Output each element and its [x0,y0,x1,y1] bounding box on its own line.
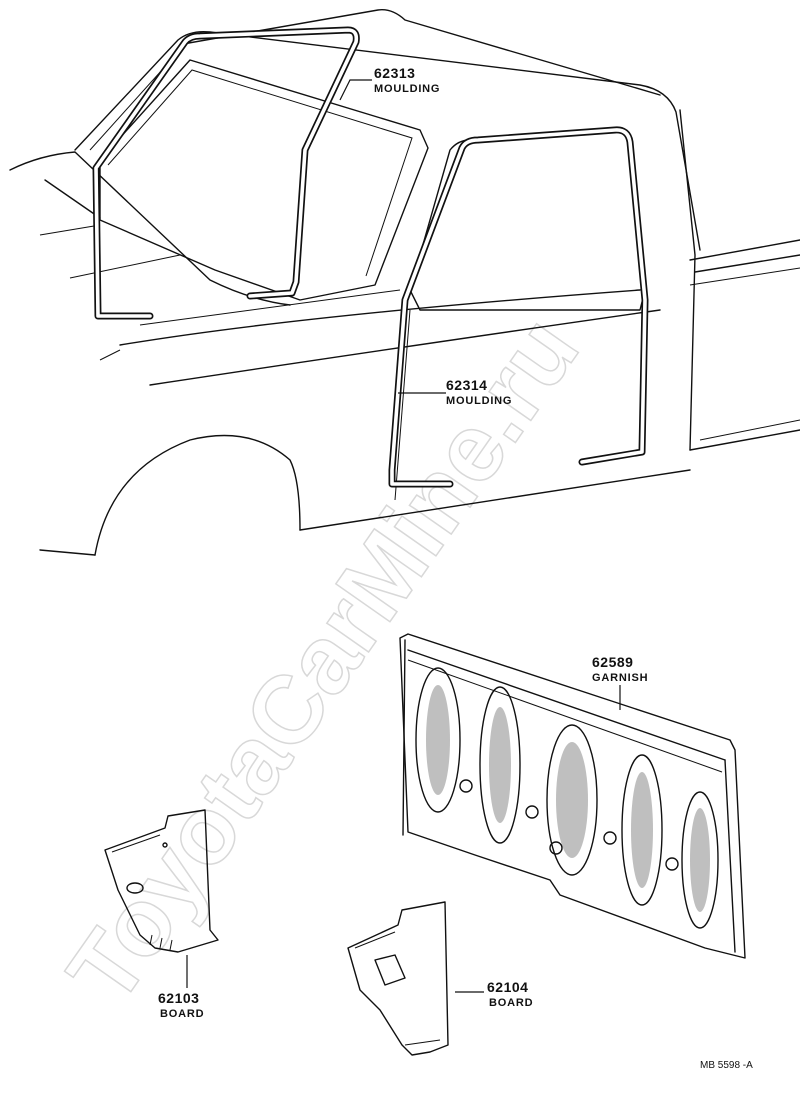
door-moulding[interactable] [388,126,649,488]
leader-lines [186,79,621,993]
label-62104: 62104 BOARD [487,979,533,1009]
label-62103: 62103 BOARD [158,990,204,1020]
part-number-62589: 62589 [592,654,633,670]
label-62589: 62589 GARNISH [592,654,648,684]
part-number-62314: 62314 [446,377,487,393]
part-number-62104: 62104 [487,979,528,995]
part-name-62103: BOARD [160,1008,204,1020]
label-62313: 62313 MOULDING [374,65,440,95]
back-garnish-panel[interactable] [399,633,746,959]
part-number-62313: 62313 [374,65,415,81]
board-left[interactable] [104,809,219,953]
part-name-62314: MOULDING [446,395,512,407]
board-right[interactable] [347,901,449,1056]
windshield-moulding[interactable] [92,26,360,320]
part-number-62103: 62103 [158,990,199,1006]
watermark: ToyotaCarMine.ru [48,298,600,1022]
label-62314: 62314 MOULDING [446,377,512,407]
part-name-62313: MOULDING [374,83,440,95]
part-name-62104: BOARD [489,997,533,1009]
diagram-code: MB 5598 -A [700,1060,753,1071]
part-name-62589: GARNISH [592,672,648,684]
